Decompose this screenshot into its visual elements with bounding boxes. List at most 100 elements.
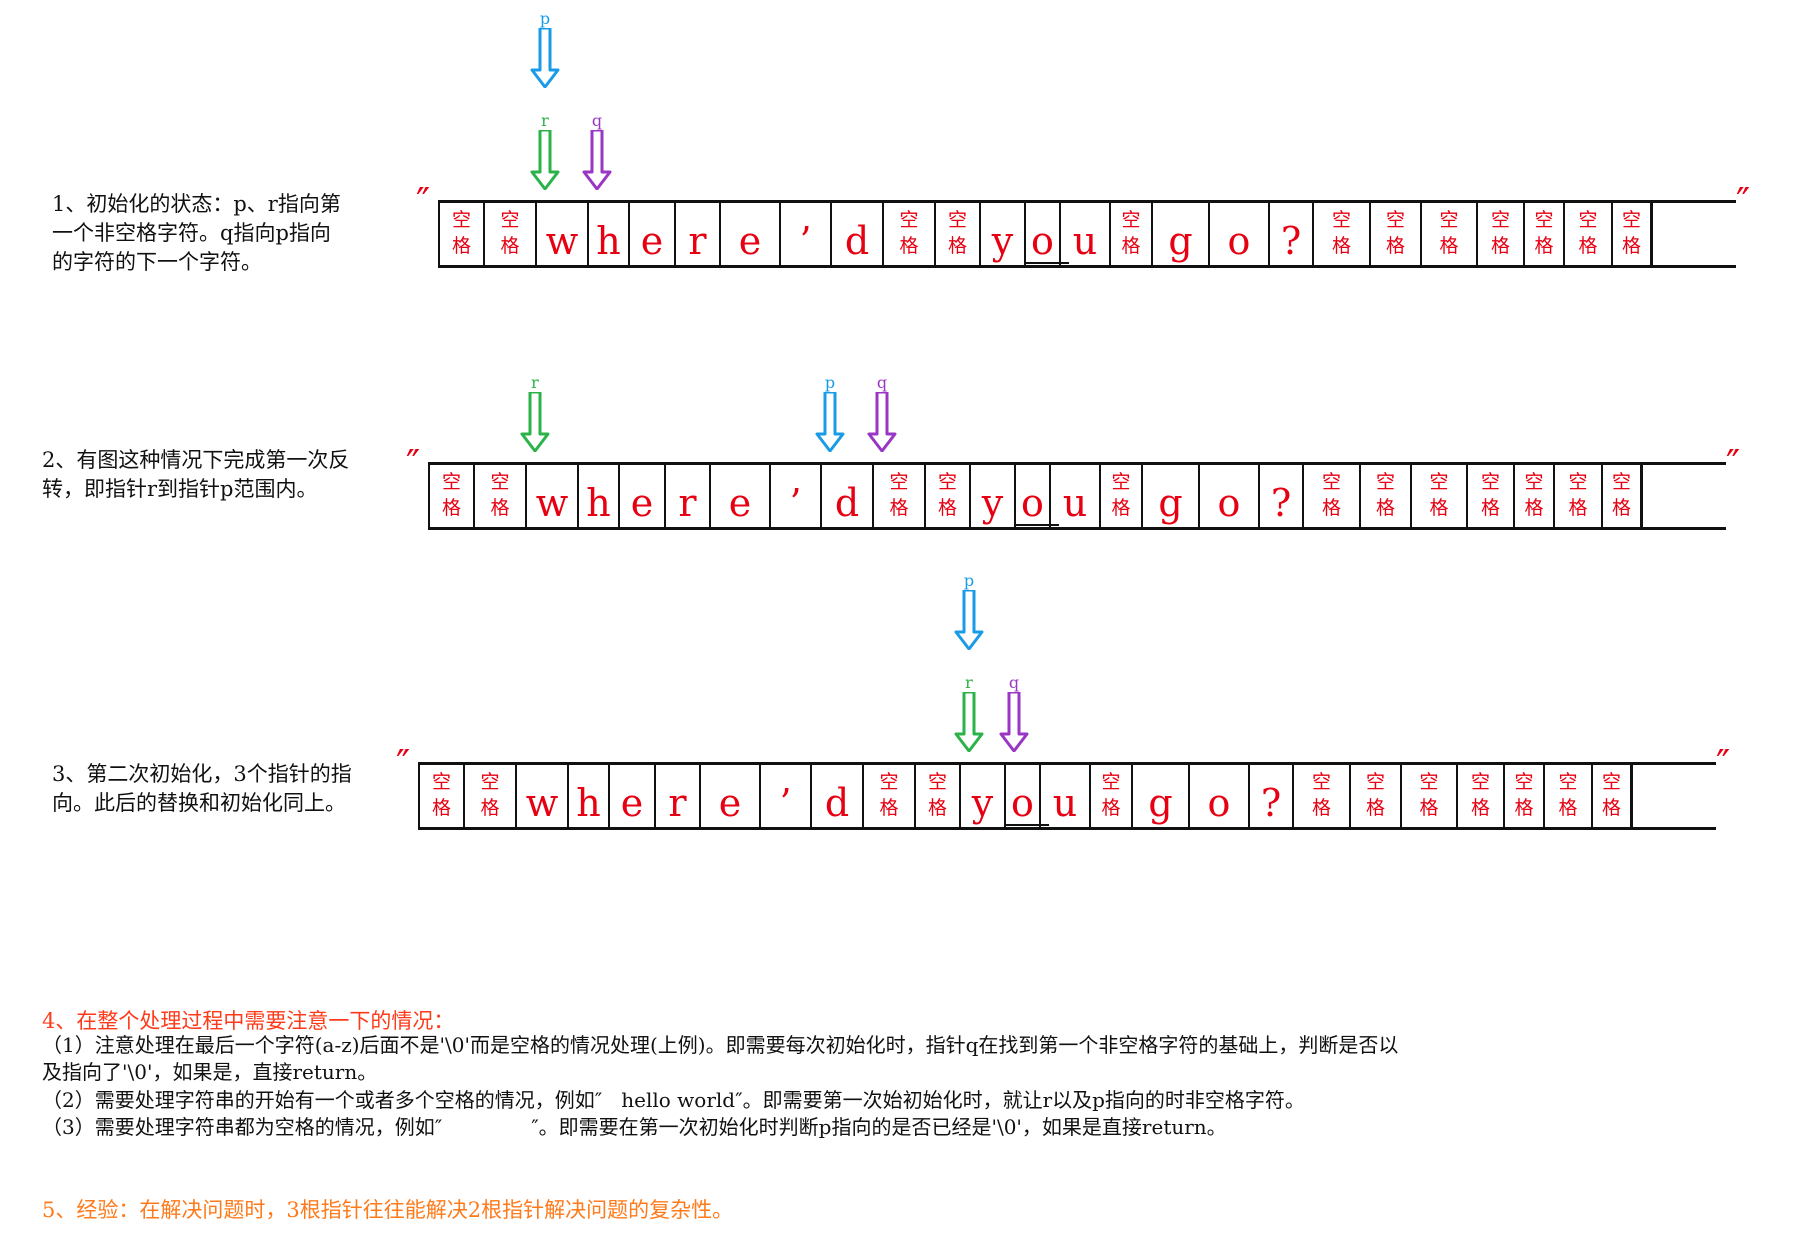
char-cell: g bbox=[1141, 465, 1198, 527]
char-label: ’ bbox=[779, 781, 792, 825]
char-cell: w bbox=[515, 765, 567, 827]
space-cell: 空 格 bbox=[872, 465, 924, 527]
space-label: 空 格 bbox=[937, 471, 957, 519]
char-label: r bbox=[678, 481, 697, 525]
char-cell: g bbox=[1131, 765, 1188, 827]
cell-underline bbox=[1006, 824, 1049, 826]
char-cell: o bbox=[1188, 765, 1248, 827]
space-label: 空 格 bbox=[1568, 471, 1588, 519]
char-cell: g bbox=[1151, 203, 1208, 265]
char-label: o bbox=[1217, 481, 1241, 525]
char-cell: ’ bbox=[769, 465, 820, 527]
char-label: d bbox=[824, 781, 850, 825]
pointer-q-arrow: q bbox=[997, 674, 1031, 752]
note-line: （1）注意处理在最后一个字符(a-z)后面不是'\0'而是空格的情况处理(上例)… bbox=[42, 1033, 1399, 1057]
char-cell: r bbox=[654, 765, 699, 827]
char-label: o bbox=[1011, 781, 1034, 825]
step-2-description: 2、有图这种情况下完成第一次反 转，即指针r到指针p范围内。 bbox=[42, 448, 350, 501]
pointer-q-label: q bbox=[1008, 673, 1020, 692]
space-label: 空 格 bbox=[1534, 209, 1554, 257]
space-label: 空 格 bbox=[1111, 471, 1131, 519]
pointer-r-arrow: r bbox=[518, 374, 552, 452]
space-label: 空 格 bbox=[1578, 209, 1598, 257]
pointer-q-arrow: q bbox=[865, 374, 899, 452]
space-cell: 空 格 bbox=[1553, 465, 1601, 527]
space-cell: 空 格 bbox=[1359, 465, 1410, 527]
pointer-p-arrow: p bbox=[813, 374, 847, 452]
pointer-r-arrow: r bbox=[952, 674, 986, 752]
space-cell: 空 格 bbox=[1476, 203, 1523, 265]
char-label: o bbox=[1021, 481, 1044, 525]
char-label: y bbox=[991, 219, 1014, 263]
char-label: o bbox=[1207, 781, 1231, 825]
notes-title: 4、在整个处理过程中需要注意一下的情况： bbox=[42, 1009, 455, 1033]
pointer-r-label: r bbox=[531, 373, 539, 392]
space-label: 空 格 bbox=[1490, 209, 1510, 257]
open-quote: ″ bbox=[406, 442, 421, 486]
space-cell: 空 格 bbox=[1312, 203, 1369, 265]
char-label: ’ bbox=[799, 219, 812, 263]
space-cell: 空 格 bbox=[1369, 203, 1420, 265]
space-cell: 空 格 bbox=[438, 203, 483, 265]
space-cell: 空 格 bbox=[418, 765, 463, 827]
space-label: 空 格 bbox=[1331, 209, 1351, 257]
char-cell: u bbox=[1049, 465, 1099, 527]
space-label: 空 格 bbox=[451, 209, 471, 257]
char-label: u bbox=[1062, 481, 1088, 525]
space-cell: 空 格 bbox=[483, 203, 535, 265]
down-arrow-icon bbox=[952, 692, 986, 752]
char-label: w bbox=[525, 781, 559, 825]
space-label: 空 格 bbox=[1558, 771, 1578, 819]
space-cell: 空 格 bbox=[882, 203, 934, 265]
char-label: ? bbox=[1280, 219, 1302, 263]
space-cell: 空 格 bbox=[1349, 765, 1400, 827]
down-arrow-icon bbox=[528, 130, 562, 190]
open-quote: ″ bbox=[396, 742, 411, 786]
space-cell: 空 格 bbox=[1410, 465, 1466, 527]
space-cell: 空 格 bbox=[1591, 765, 1633, 827]
down-arrow-icon bbox=[518, 392, 552, 452]
char-label: ? bbox=[1270, 481, 1292, 525]
char-cell: e bbox=[608, 765, 654, 827]
char-cell: h bbox=[587, 203, 628, 265]
char-label: ? bbox=[1260, 781, 1282, 825]
space-label: 空 格 bbox=[889, 471, 909, 519]
char-cell: o bbox=[1198, 465, 1258, 527]
char-cell: d bbox=[830, 203, 882, 265]
step-3-description: 3、第二次初始化，3个指针的指 向。此后的替换和初始化同上。 bbox=[52, 762, 352, 815]
space-label: 空 格 bbox=[1621, 209, 1641, 257]
space-label: 空 格 bbox=[1524, 471, 1544, 519]
space-cell: 空 格 bbox=[1420, 203, 1476, 265]
cell-underline bbox=[1026, 262, 1069, 264]
char-label: u bbox=[1072, 219, 1098, 263]
space-cell: 空 格 bbox=[1302, 465, 1359, 527]
space-label: 空 格 bbox=[1121, 209, 1141, 257]
space-cell: 空 格 bbox=[924, 465, 969, 527]
char-cell: w bbox=[535, 203, 587, 265]
char-label: w bbox=[545, 219, 579, 263]
char-label: h bbox=[596, 219, 621, 263]
space-cell: 空 格 bbox=[1292, 765, 1349, 827]
pointer-r-label: r bbox=[541, 111, 549, 130]
pointer-q-arrow: q bbox=[580, 112, 614, 190]
space-label: 空 格 bbox=[1439, 209, 1459, 257]
char-cell: e bbox=[699, 765, 759, 827]
char-cell: d bbox=[810, 765, 862, 827]
lesson-text: 5、经验：在解决问题时，3根指针往往能解决2根指针解决问题的复杂性。 bbox=[42, 1198, 734, 1222]
space-label: 空 格 bbox=[490, 471, 510, 519]
char-cell: o bbox=[1208, 203, 1268, 265]
open-quote: ″ bbox=[416, 180, 431, 224]
space-cell: 空 格 bbox=[934, 203, 979, 265]
char-cell: ? bbox=[1248, 765, 1292, 827]
space-cell: 空 格 bbox=[862, 765, 914, 827]
space-cell: 空 格 bbox=[428, 465, 473, 527]
space-label: 空 格 bbox=[1365, 771, 1385, 819]
char-label: e bbox=[630, 481, 654, 525]
pointer-p-arrow: p bbox=[528, 10, 562, 88]
char-cell: ? bbox=[1258, 465, 1302, 527]
char-label: ’ bbox=[789, 481, 802, 525]
space-cell: 空 格 bbox=[914, 765, 959, 827]
char-label: e bbox=[718, 781, 742, 825]
char-label: y bbox=[981, 481, 1004, 525]
